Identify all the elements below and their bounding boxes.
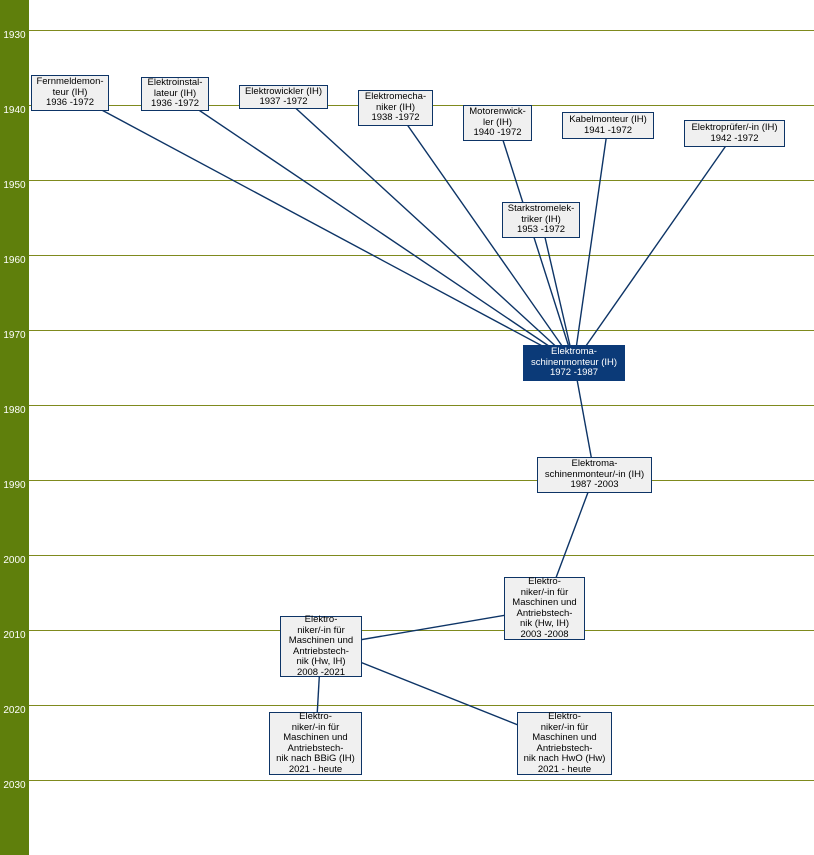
node-kabelmonteur[interactable]: Kabelmonteur (IH) 1941 -1972 [562,112,654,139]
grid-line-2000 [29,555,814,556]
node-elektropruefer[interactable]: Elektroprüfer/-in (IH) 1942 -1972 [684,120,785,147]
node-label: Fernmeldemon- teur (IH) 1936 -1972 [36,76,104,109]
grid-line-2030 [29,780,814,781]
grid-line-1990 [29,480,814,481]
node-elektroniker-2003[interactable]: Elektro- niker/-in für Maschinen und Ant… [504,576,585,640]
node-elektroniker-bbig[interactable]: Elektro- niker/-in für Maschinen und Ant… [269,711,362,775]
grid-line-1960 [29,255,814,256]
edge-elektropruefer-to-elektromaschinenmonteur-1972 [573,133,736,364]
edge-elektrowickler-to-elektromaschinenmonteur-1972 [283,96,575,364]
year-label-2010: 2010 [3,630,26,641]
year-label-1960: 1960 [3,255,26,266]
node-fernmeldemonteur[interactable]: Fernmeldemon- teur (IH) 1936 -1972 [31,75,109,111]
edge-motorenwickler-to-elektromaschinenmonteur-1972 [496,122,575,364]
node-label: Elektro- niker/-in für Maschinen und Ant… [512,576,577,640]
grid-line-1950 [29,180,814,181]
year-label-2020: 2020 [3,705,26,716]
year-label-1970: 1970 [3,330,26,341]
year-label-1950: 1950 [3,180,26,191]
node-motorenwickler[interactable]: Motorenwick- ler (IH) 1940 -1972 [463,105,532,141]
grid-line-2020 [29,705,814,706]
timeline-axis-bar [0,0,29,855]
grid-line-1970 [29,330,814,331]
node-label: Elektroinstal- lateur (IH) 1936 -1972 [147,77,203,110]
node-elektroinstallateur[interactable]: Elektroinstal- lateur (IH) 1936 -1972 [141,77,209,111]
node-label: Kabelmonteur (IH) 1941 -1972 [569,114,647,136]
node-label: Elektroma- schinenmonteur/-in (IH) 1987 … [544,458,645,491]
year-label-1930: 1930 [3,30,26,41]
node-label: Starkstromelek- triker (IH) 1953 -1972 [507,203,575,236]
node-elektroniker-hwo[interactable]: Elektro- niker/-in für Maschinen und Ant… [517,711,612,775]
edge-starkstromelektriker-to-elektromaschinenmonteur-1972 [540,219,575,364]
edge-elektroinstallateur-to-elektromaschinenmonteur-1972 [174,93,575,364]
year-label-1980: 1980 [3,405,26,416]
node-label: Motorenwick- ler (IH) 1940 -1972 [469,106,526,139]
node-elektromaschinenmonteur-1987[interactable]: Elektroma- schinenmonteur/-in (IH) 1987 … [537,457,652,493]
node-label: Elektrowickler (IH) 1937 -1972 [244,85,323,107]
node-label: Elektro- niker/-in für Maschinen und Ant… [288,614,354,678]
node-starkstromelektriker[interactable]: Starkstromelek- triker (IH) 1953 -1972 [502,202,580,238]
edge-kabelmonteur-to-elektromaschinenmonteur-1972 [573,125,609,364]
grid-line-1980 [29,405,814,406]
node-elektromechaniker[interactable]: Elektromecha- niker (IH) 1938 -1972 [358,90,433,126]
grid-line-2010 [29,630,814,631]
edge-fernmeldemonteur-to-elektromaschinenmonteur-1972 [69,92,575,364]
node-label: Elektro- niker/-in für Maschinen und Ant… [523,711,606,775]
node-label: Elektro- niker/-in für Maschinen und Ant… [276,711,355,775]
node-label: Elektroprüfer/-in (IH) 1942 -1972 [691,122,778,144]
edge-elektromechaniker-to-elektromaschinenmonteur-1972 [394,107,575,364]
grid-line-1930 [29,30,814,31]
edge-elektromaschinenmonteur-1972-to-elektromaschinenmonteur-1987 [573,362,596,476]
node-label: Elektroma- schinenmonteur (IH) 1972 -198… [530,346,618,379]
year-label-1940: 1940 [3,105,26,116]
year-label-1990: 1990 [3,480,26,491]
node-label: Elektromecha- niker (IH) 1938 -1972 [364,91,427,124]
year-label-2030: 2030 [3,780,26,791]
year-label-2000: 2000 [3,555,26,566]
node-elektromaschinenmonteur-1972[interactable]: Elektroma- schinenmonteur (IH) 1972 -198… [523,345,625,381]
node-elektrowickler[interactable]: Elektrowickler (IH) 1937 -1972 [239,85,328,109]
node-elektroniker-2008[interactable]: Elektro- niker/-in für Maschinen und Ant… [280,614,362,678]
